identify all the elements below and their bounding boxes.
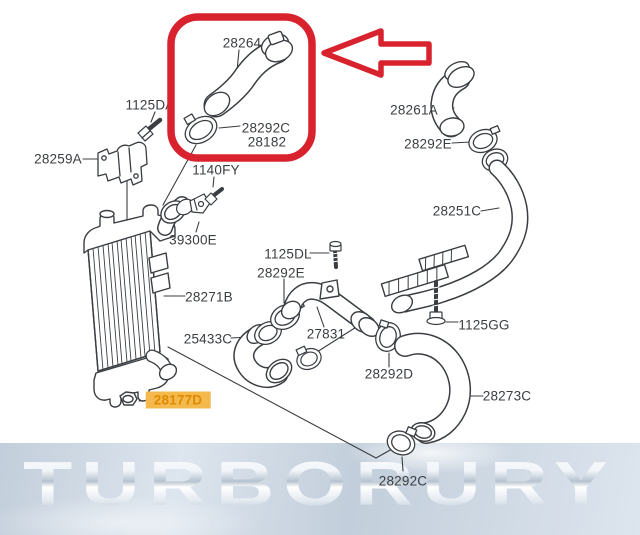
pipe-bracket-rails	[380, 244, 470, 298]
clamp-28292d	[375, 319, 401, 352]
drain-plug-28177d	[119, 391, 138, 406]
watermark-band: TURBORURY TURBORURY	[0, 443, 640, 535]
bolt-1125dl	[329, 240, 342, 269]
clamp-28182	[183, 113, 218, 145]
pipe-28251c	[380, 159, 529, 314]
clamp-28292c-bottom	[386, 426, 418, 456]
pipe-27831	[280, 279, 380, 337]
hose-28261a	[430, 60, 475, 138]
red-arrow-icon	[321, 28, 432, 78]
clamp-small-mid	[295, 345, 322, 371]
watermark-text: TURBORURY	[23, 450, 617, 519]
bracket-28259a	[97, 141, 148, 186]
bolt-1125gg	[426, 280, 446, 326]
red-callout-box	[167, 13, 316, 162]
sensor-39300e	[176, 193, 211, 216]
bolt-1140fy	[204, 187, 224, 206]
hose-28273c	[394, 332, 472, 444]
hose-28264-assembly	[183, 30, 294, 145]
intercooler-fins	[92, 230, 156, 371]
intercooler	[83, 196, 190, 408]
bolt-1125da	[137, 117, 163, 142]
hose-25433c	[233, 323, 293, 388]
